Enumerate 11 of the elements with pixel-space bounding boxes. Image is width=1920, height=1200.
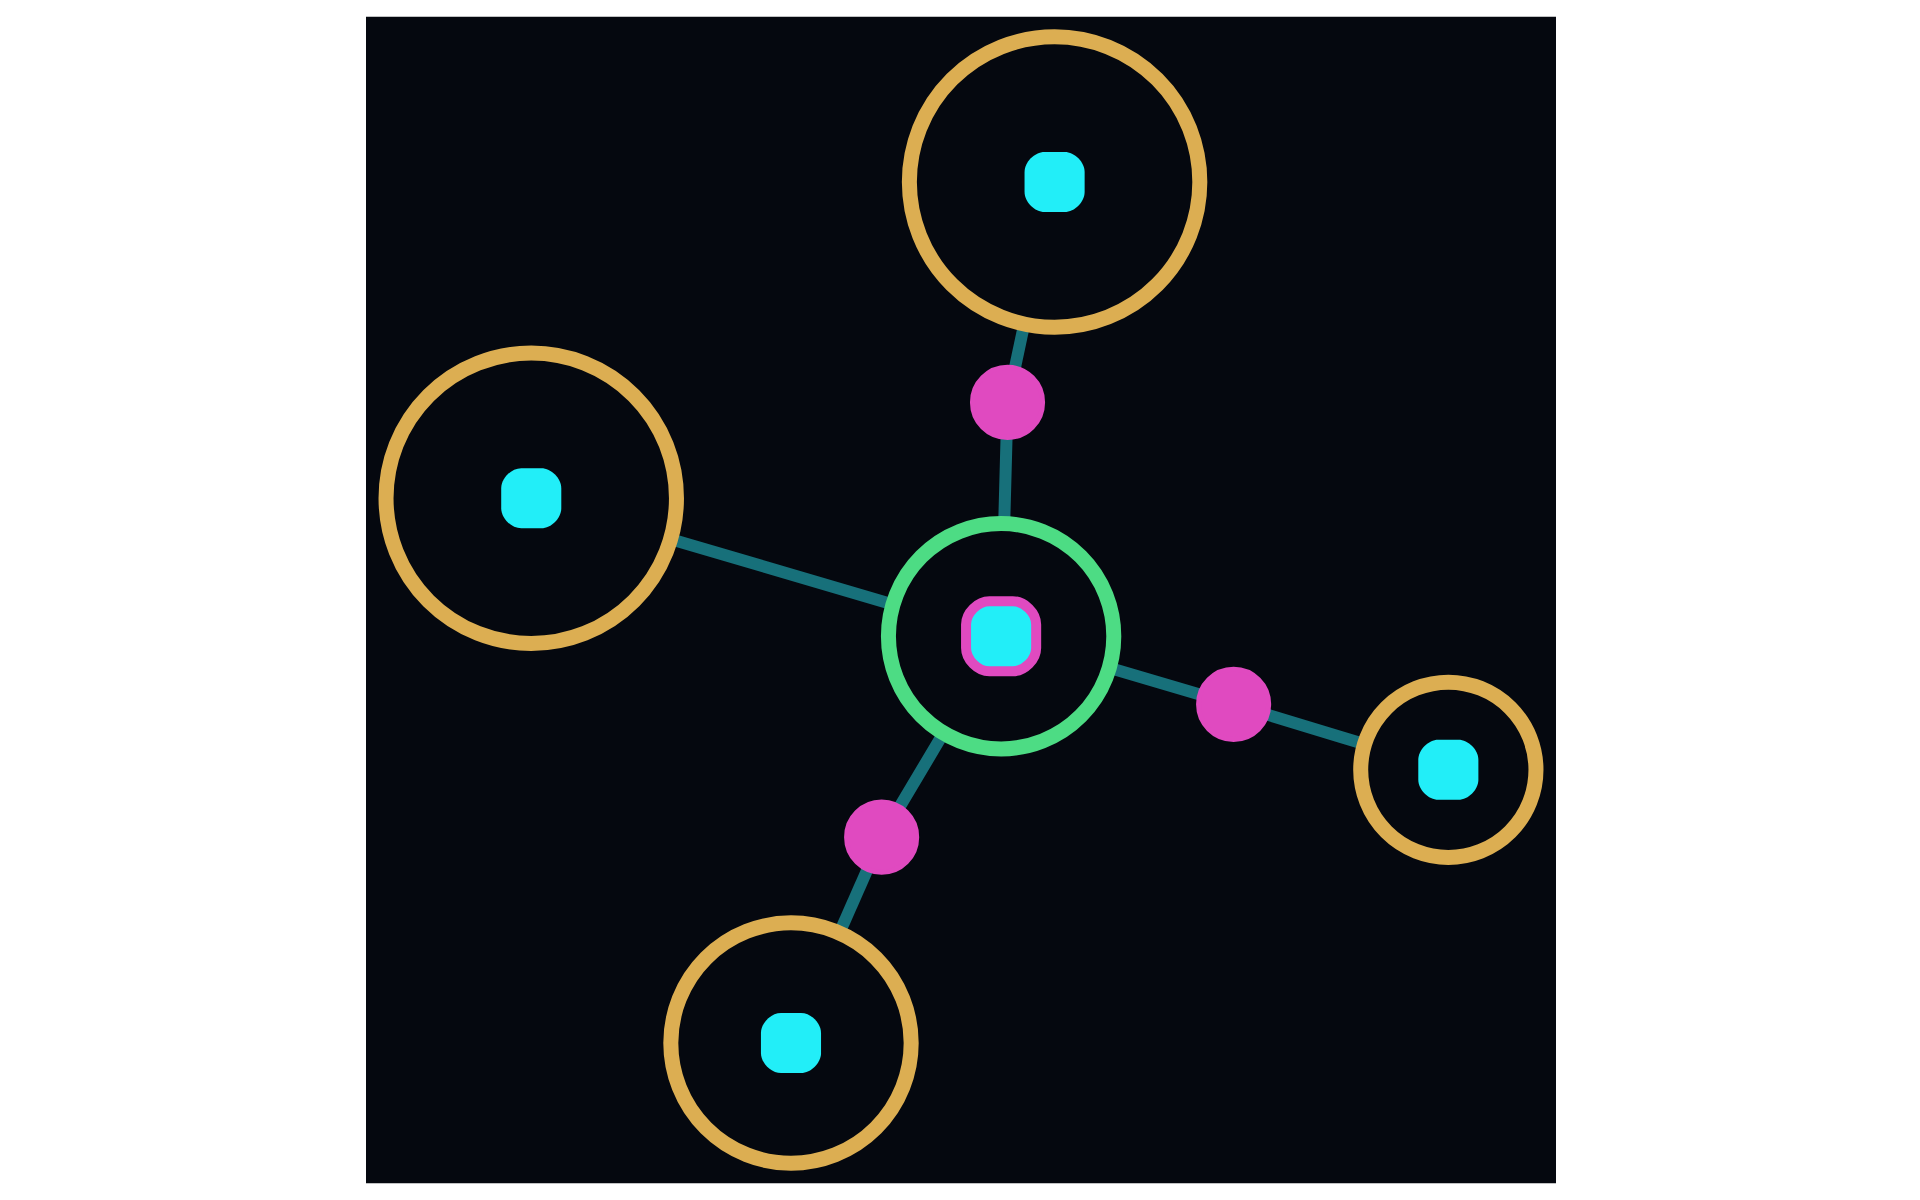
node-circle [1195, 666, 1271, 742]
node-circle [900, 29, 1207, 335]
connector [1264, 708, 1365, 750]
node-circle [879, 516, 1121, 757]
node-circle [843, 799, 919, 875]
node-circle [377, 345, 683, 651]
node-circle [1352, 674, 1543, 865]
node-circle [968, 364, 1045, 440]
connector [833, 866, 872, 935]
node-circle [662, 915, 918, 1171]
connector [893, 731, 947, 810]
